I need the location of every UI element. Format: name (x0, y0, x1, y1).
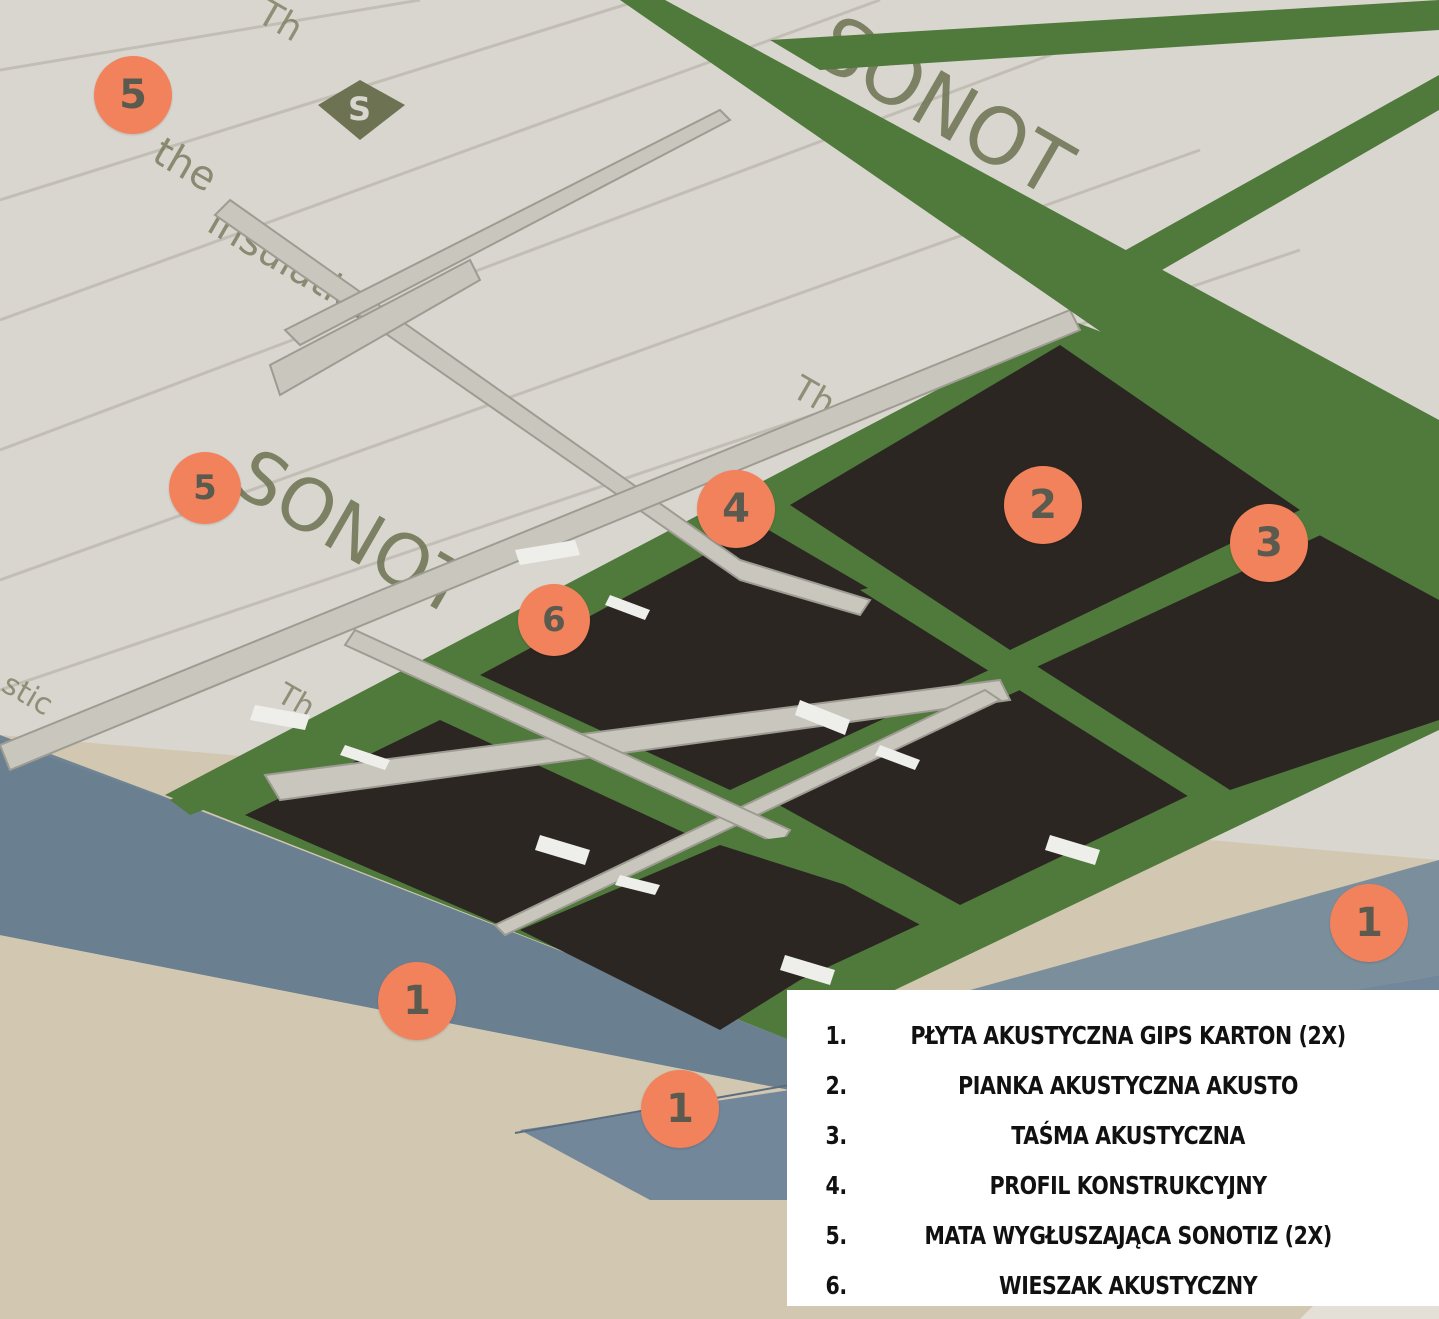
legend-item: 5. Mata wygłuszająca Sonotiz (2x) (787, 1210, 1439, 1260)
legend-label: Wieszak akustyczny (999, 1270, 1258, 1300)
marker-3: 3 (1230, 504, 1308, 582)
green-profiles (170, 0, 1439, 930)
legend-number: 3. (825, 1120, 848, 1150)
legend-number: 5. (825, 1220, 848, 1250)
marker-1-left: 1 (378, 962, 456, 1040)
legend-label: Mata wygłuszająca Sonotiz (2x) (924, 1220, 1332, 1250)
marker-6: 6 (518, 584, 590, 656)
sonotiz-logo: S (318, 80, 405, 140)
marker-2: 2 (1004, 466, 1082, 544)
marker-5-middle: 5 (169, 452, 241, 524)
legend-number: 2. (825, 1070, 848, 1100)
legend-number: 1. (825, 1020, 848, 1050)
marker-1-right: 1 (1330, 884, 1408, 962)
legend-item: 4. Profil konstrukcyjny (787, 1160, 1439, 1210)
svg-text:S: S (348, 90, 371, 128)
legend-number: 6. (825, 1270, 848, 1300)
legend-label: Płyta akustyczna gips karton (2x) (910, 1020, 1347, 1050)
legend-item: 3. Taśma akustyczna (787, 1110, 1439, 1160)
legend-item: 6. Wieszak akustyczny (787, 1260, 1439, 1310)
plasterboard-front (0, 740, 790, 1090)
marker-4: 4 (697, 470, 775, 548)
legend-label: Profil konstrukcyjny (989, 1170, 1267, 1200)
legend-label: Taśma akustyczna (1011, 1120, 1245, 1150)
marker-5-top: 5 (94, 56, 172, 134)
legend-number: 4. (825, 1170, 848, 1200)
legend-item: 2. Pianka akustyczna Akusto (787, 1060, 1439, 1110)
metal-profiles (0, 108, 1082, 937)
legend: 1. Płyta akustyczna gips karton (2x) 2. … (787, 990, 1439, 1306)
marker-1-bottom: 1 (641, 1070, 719, 1148)
legend-item: 1. Płyta akustyczna gips karton (2x) (787, 1010, 1439, 1060)
acoustic-hangers (250, 540, 1100, 985)
legend-label: Pianka akustyczna Akusto (958, 1070, 1299, 1100)
